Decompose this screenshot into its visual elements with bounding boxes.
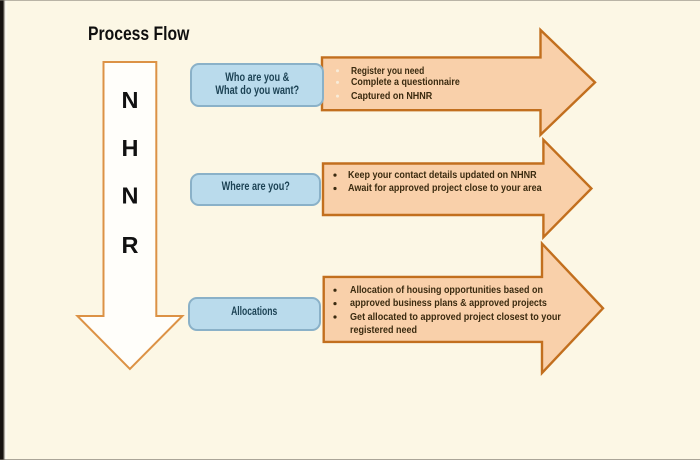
svg-text:N: N (122, 183, 139, 209)
svg-text:N: N (122, 87, 139, 113)
svg-text:R: R (122, 232, 139, 258)
svg-text:H: H (122, 135, 139, 161)
